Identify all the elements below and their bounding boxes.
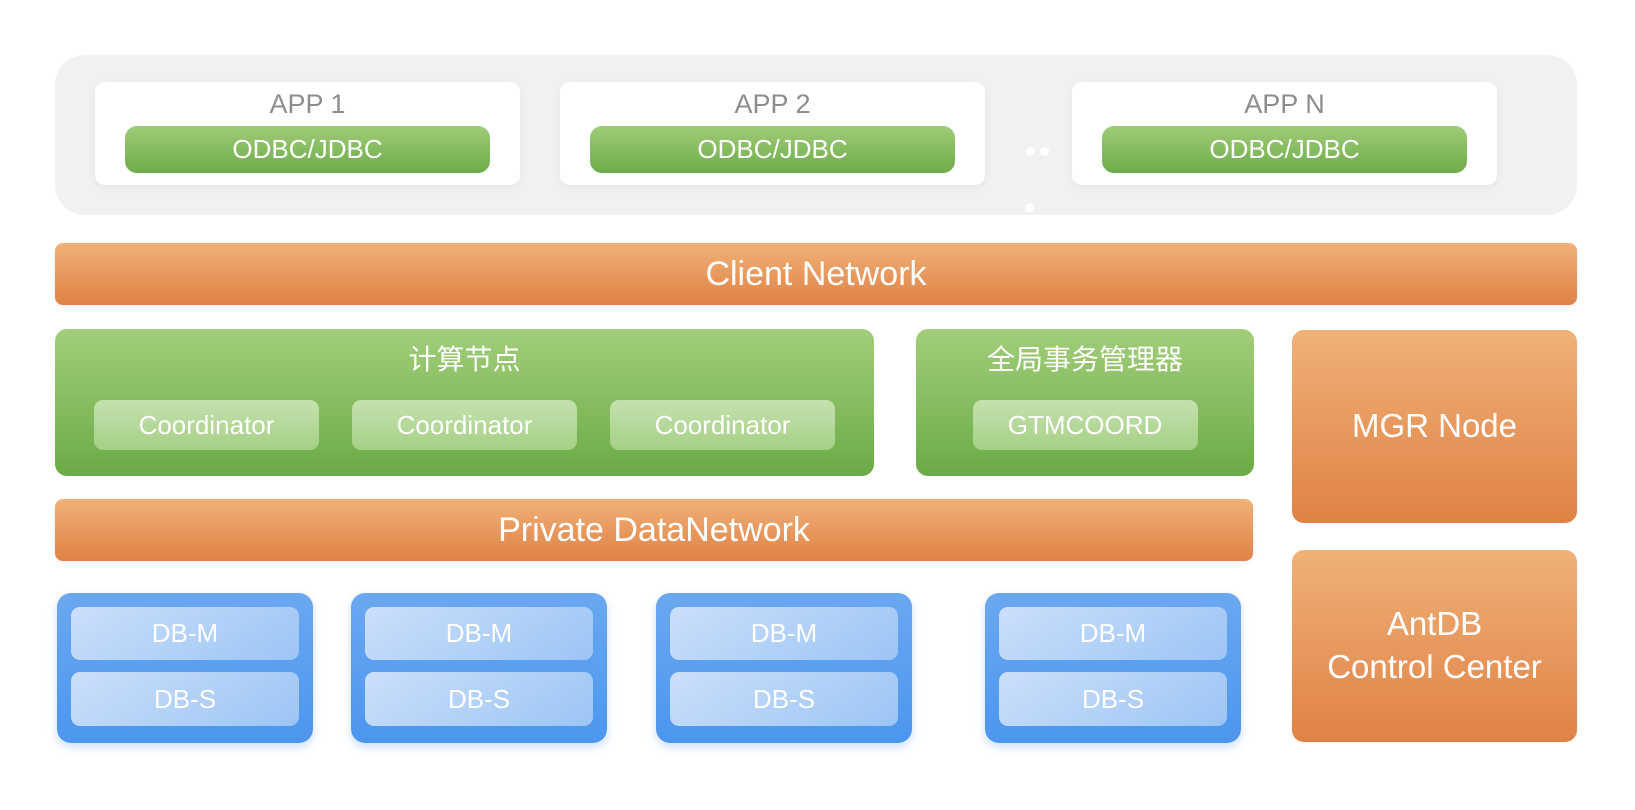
gtm-title: 全局事务管理器 [986, 344, 1183, 375]
coordinator-row: Coordinator Coordinator Coordinator [55, 400, 874, 450]
db-group-3: DB-M DB-S [656, 593, 912, 743]
gtmcoord-row: GTMCOORD [916, 400, 1254, 450]
ellipsis-dot [1025, 203, 1034, 212]
db-master-chip: DB-M [365, 607, 593, 660]
private-datanetwork-label: Private DataNetwork [498, 510, 810, 549]
compute-node-title: 计算节点 [408, 344, 521, 375]
odbc-jdbc-chip: ODBC/JDBC [125, 126, 490, 173]
control-center-box: AntDB Control Center [1292, 550, 1577, 742]
db-group-1: DB-M DB-S [57, 593, 313, 743]
db-master-chip: DB-M [670, 607, 898, 660]
compute-node-box: 计算节点 Coordinator Coordinator Coordinator [55, 329, 874, 476]
ellipsis-dot [1040, 147, 1049, 156]
db-standby-chip: DB-S [999, 672, 1227, 726]
private-datanetwork-bar: Private DataNetwork [55, 499, 1253, 561]
control-center-label-line2: Control Center [1327, 648, 1542, 685]
coordinator-chip: Coordinator [610, 400, 835, 450]
mgr-node-box: MGR Node [1292, 330, 1577, 523]
odbc-jdbc-chip: ODBC/JDBC [590, 126, 955, 173]
coordinator-chip: Coordinator [94, 400, 319, 450]
db-master-chip: DB-M [71, 607, 299, 660]
db-master-chip: DB-M [999, 607, 1227, 660]
gtmcoord-chip: GTMCOORD [972, 400, 1198, 450]
client-network-bar: Client Network [55, 243, 1577, 305]
client-network-label: Client Network [705, 254, 927, 293]
app-title: APP N [1244, 89, 1325, 119]
db-standby-chip: DB-S [670, 672, 898, 726]
app-title: APP 1 [269, 89, 346, 119]
odbc-jdbc-chip: ODBC/JDBC [1102, 126, 1467, 173]
db-group-4: DB-M DB-S [985, 593, 1241, 743]
control-center-label-line1: AntDB [1386, 605, 1483, 643]
app-title: APP 2 [734, 89, 811, 119]
app-layer-container: APP 1 ODBC/JDBC APP 2 ODBC/JDBC APP N OD… [55, 55, 1577, 215]
app-card-1: APP 1 ODBC/JDBC [95, 82, 520, 185]
mgr-node-label: MGR Node [1351, 407, 1518, 445]
app-card-2: APP 2 ODBC/JDBC [560, 82, 985, 185]
gtm-box: 全局事务管理器 GTMCOORD [916, 329, 1254, 476]
ellipsis-dot [1026, 147, 1035, 156]
app-card-n: APP N ODBC/JDBC [1072, 82, 1497, 185]
db-standby-chip: DB-S [365, 672, 593, 726]
db-group-2: DB-M DB-S [351, 593, 607, 743]
db-standby-chip: DB-S [71, 672, 299, 726]
coordinator-chip: Coordinator [352, 400, 577, 450]
